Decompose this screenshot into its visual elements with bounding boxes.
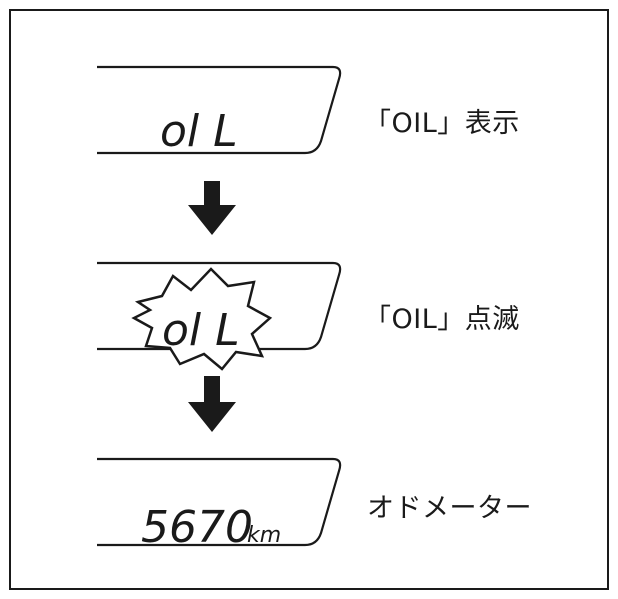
lcd-odometer-value: 5670 [141, 502, 253, 553]
step-label-3: オドメーター [367, 493, 532, 524]
step-label-1: 「OIL」表示 [364, 108, 520, 139]
starburst-flash-icon [131, 267, 273, 371]
down-arrow-icon [188, 376, 236, 432]
display-panel-1: ol L [97, 65, 342, 157]
step-label-2: 「OIL」点滅 [364, 304, 520, 335]
down-arrow-icon [188, 181, 236, 235]
lcd-text-2: ol L [162, 305, 240, 356]
diagram-frame [9, 9, 609, 590]
lcd-text-1: ol L [160, 106, 238, 157]
lcd-odometer-unit: km [247, 523, 281, 548]
display-panel-2: ol L [97, 261, 342, 371]
display-panel-3: 5670 km [97, 457, 342, 553]
